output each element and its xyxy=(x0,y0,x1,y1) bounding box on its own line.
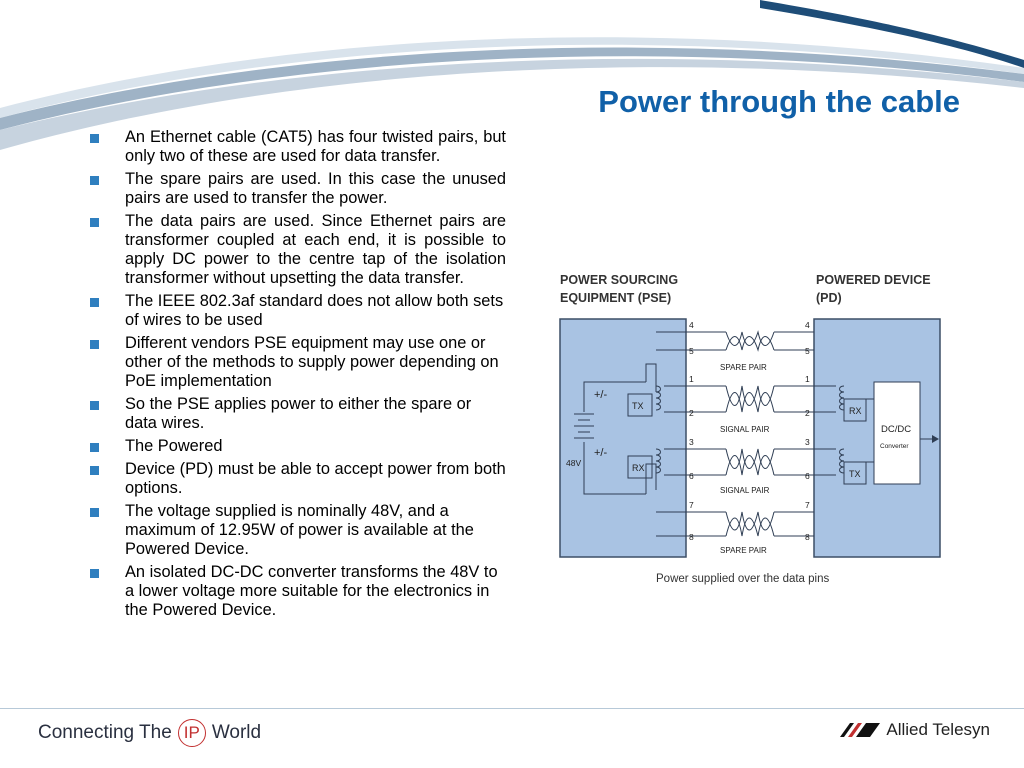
converter-subtitle: Converter xyxy=(880,443,909,450)
pse-rx-label: RX xyxy=(632,463,645,473)
footer-brand: Allied Telesyn xyxy=(838,716,990,744)
pse-tx-label: TX xyxy=(632,401,644,411)
converter-title: DC/DC xyxy=(881,424,911,435)
header-swoosh xyxy=(0,0,1024,150)
pd-rx-label: RX xyxy=(849,406,862,416)
pd-label-1: POWERED DEVICE xyxy=(816,273,931,287)
pd-tx-label: TX xyxy=(849,469,861,479)
bullet-item: An isolated DC-DC converter transforms t… xyxy=(86,563,506,620)
pin-label: 6 xyxy=(689,471,694,481)
pin-label: 5 xyxy=(805,346,810,356)
pin-label: 3 xyxy=(805,437,810,447)
ip-circle-icon: IP xyxy=(177,719,206,747)
pin-label: 8 xyxy=(689,532,694,542)
pin-label: 4 xyxy=(689,320,694,330)
pin-label: 7 xyxy=(689,500,694,510)
bullet-square-icon xyxy=(90,443,99,452)
bullet-text: Different vendors PSE equipment may use … xyxy=(125,334,499,390)
pair-labels: SPARE PAIR SIGNAL PAIR SIGNAL PAIR SPARE… xyxy=(720,363,770,555)
voltage-label: 48V xyxy=(566,458,581,468)
bullet-square-icon xyxy=(90,401,99,410)
bullet-text: Device (PD) must be able to accept power… xyxy=(125,460,506,497)
pin-label: 8 xyxy=(805,532,810,542)
bullet-item: The data pairs are used. Since Ethernet … xyxy=(86,212,506,288)
poe-wiring-diagram: POWER SOURCING EQUIPMENT (PSE) POWERED D… xyxy=(559,273,941,585)
bullet-item: The Powered xyxy=(86,437,506,456)
pair-label: SPARE PAIR xyxy=(720,546,767,555)
pd-rx-block xyxy=(843,398,867,422)
bullet-item: The spare pairs are used. In this case t… xyxy=(86,170,506,208)
pse-label-2: EQUIPMENT (PSE) xyxy=(560,291,671,305)
pair-label: SIGNAL PAIR xyxy=(720,486,770,495)
polarity-top: +/- xyxy=(594,389,607,401)
pair-label: SPARE PAIR xyxy=(720,363,767,372)
bullet-list: An Ethernet cable (CAT5) has four twiste… xyxy=(86,128,506,624)
pin-label: 2 xyxy=(805,408,810,418)
polarity-bottom: +/- xyxy=(594,447,607,459)
pin-label: 7 xyxy=(805,500,810,510)
bullet-text: The data pairs are used. Since Ethernet … xyxy=(125,212,506,287)
pd-tx-block xyxy=(843,461,867,485)
pin-label: 3 xyxy=(689,437,694,447)
bullet-item: Device (PD) must be able to accept power… xyxy=(86,460,506,498)
bullet-square-icon xyxy=(90,340,99,349)
output-arrow-icon xyxy=(932,435,939,443)
pin-label: 2 xyxy=(689,408,694,418)
bullet-text: An Ethernet cable (CAT5) has four twiste… xyxy=(125,128,506,165)
bullet-item: An Ethernet cable (CAT5) has four twiste… xyxy=(86,128,506,166)
power-labels: +/- +/- 48V xyxy=(566,389,607,468)
allied-telesyn-logo-icon xyxy=(840,723,881,737)
bullet-text: The voltage supplied is nominally 48V, a… xyxy=(125,502,474,558)
dc-dc-converter-box xyxy=(873,381,921,485)
pse-rx-block xyxy=(627,455,653,479)
pse-label-1: POWER SOURCING xyxy=(560,273,678,287)
bullet-square-icon xyxy=(90,218,99,227)
bullet-square-icon xyxy=(90,466,99,475)
bullet-square-icon xyxy=(90,298,99,307)
bullet-item: The IEEE 802.3af standard does not allow… xyxy=(86,292,506,330)
component-labels: TX RX RX TX DC/DC Converter xyxy=(632,401,911,479)
bullet-text: The spare pairs are used. In this case t… xyxy=(125,170,506,207)
bullet-item: So the PSE applies power to either the s… xyxy=(86,395,506,433)
tagline-text-start: Connecting The xyxy=(38,722,172,743)
pins-left: 4 5 1 2 3 6 7 8 xyxy=(689,320,694,542)
bullet-square-icon xyxy=(90,176,99,185)
footer-divider xyxy=(0,708,1024,709)
bullet-text: The IEEE 802.3af standard does not allow… xyxy=(125,292,504,329)
tagline-text-end: World xyxy=(211,722,262,743)
pin-label: 1 xyxy=(805,374,810,384)
bullet-text: An isolated DC-DC converter transforms t… xyxy=(125,563,498,619)
pin-label: 5 xyxy=(689,346,694,356)
pair-label: SIGNAL PAIR xyxy=(720,425,770,434)
bullet-text: The Powered xyxy=(125,437,223,455)
footer-tagline: Connecting The IP World xyxy=(38,716,261,750)
bullet-text: So the PSE applies power to either the s… xyxy=(125,395,472,432)
bullet-item: Different vendors PSE equipment may use … xyxy=(86,334,506,391)
wires xyxy=(574,330,932,537)
bullet-square-icon xyxy=(90,508,99,517)
pin-label: 6 xyxy=(805,471,810,481)
bullet-square-icon xyxy=(90,569,99,578)
pse-tx-block xyxy=(627,393,653,417)
pins-right: 4 5 1 2 3 6 7 8 xyxy=(805,320,810,542)
bullet-square-icon xyxy=(90,134,99,143)
diagram-caption: Power supplied over the data pins xyxy=(656,573,829,585)
pin-label: 4 xyxy=(805,320,810,330)
bullet-item: The voltage supplied is nominally 48V, a… xyxy=(86,502,506,559)
brand-name: Allied Telesyn xyxy=(886,720,990,739)
pd-label-2: (PD) xyxy=(816,291,842,305)
pin-label: 1 xyxy=(689,374,694,384)
slide-title: Power through the cable xyxy=(598,84,960,119)
